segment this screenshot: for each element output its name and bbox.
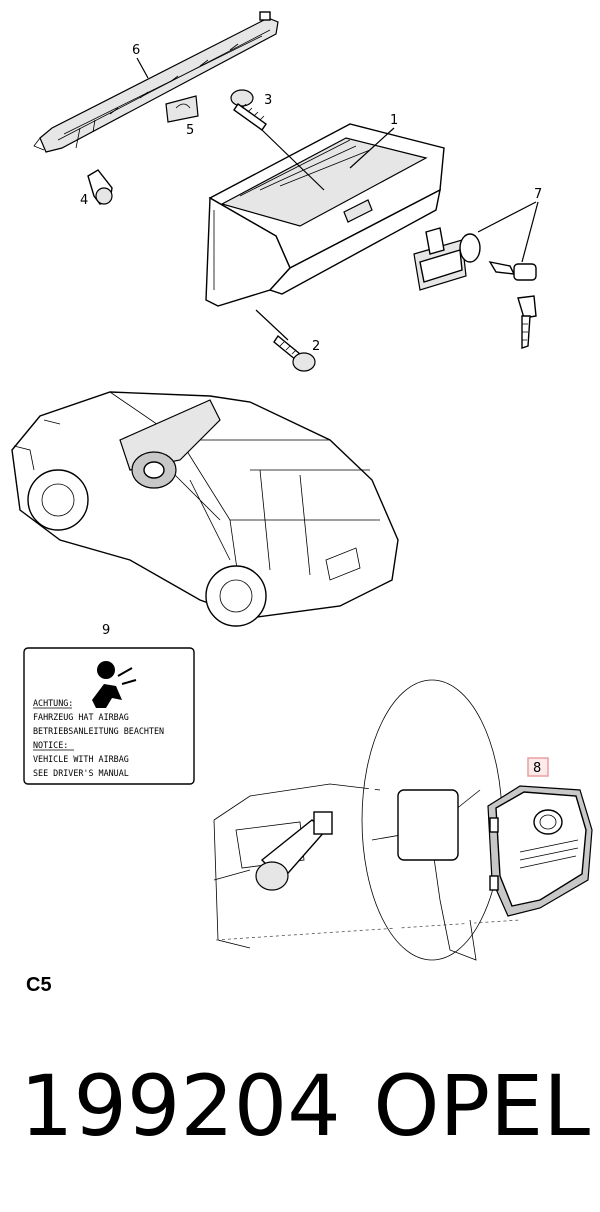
screw-part-bottom bbox=[273, 334, 316, 372]
trim-rail-part bbox=[33, 11, 279, 153]
notice-line-achtung: ACHTUNG: bbox=[33, 698, 73, 708]
callout-9: 9 bbox=[102, 623, 110, 638]
clip-part bbox=[165, 95, 199, 123]
callout-3: 3 bbox=[264, 93, 272, 108]
notice-line-notice: NOTICE: bbox=[33, 740, 68, 750]
catalog-code: 199204 bbox=[20, 1057, 341, 1155]
airbag-person-icon bbox=[92, 661, 137, 708]
callout-8: 8 bbox=[533, 761, 541, 776]
callout-1: 1 bbox=[390, 113, 398, 128]
callout-7: 7 bbox=[534, 187, 542, 202]
pin-part bbox=[87, 169, 113, 205]
vehicle-illustration bbox=[11, 391, 399, 627]
callout-8-highlight bbox=[527, 757, 549, 777]
callout-2: 2 bbox=[312, 339, 320, 354]
notice-line-vehicle: VEHICLE WITH AIRBAG bbox=[33, 754, 129, 764]
airbag-warning-label: ACHTUNG: FAHRZEUG HAT AIRBAG BETRIEBSANL… bbox=[23, 647, 195, 785]
section-code: C5 bbox=[26, 974, 52, 996]
steering-wheel-illustration bbox=[213, 679, 521, 961]
callout-4: 4 bbox=[80, 193, 88, 208]
screw-part-top bbox=[230, 89, 267, 131]
notice-line-manual: SEE DRIVER'S MANUAL bbox=[33, 768, 129, 778]
callout-5: 5 bbox=[186, 123, 194, 138]
lock-and-keys-part bbox=[413, 227, 537, 349]
brand-name: OPEL bbox=[373, 1057, 590, 1155]
airbag-module-part bbox=[487, 785, 593, 917]
notice-line-betrieb: BETRIEBSANLEITUNG BEACHTEN bbox=[33, 726, 164, 736]
glove-box-part bbox=[205, 123, 445, 307]
footer: 199204 OPEL bbox=[20, 1064, 590, 1148]
callout-6: 6 bbox=[132, 43, 140, 58]
notice-line-fahrzeug: FAHRZEUG HAT AIRBAG bbox=[33, 712, 129, 722]
